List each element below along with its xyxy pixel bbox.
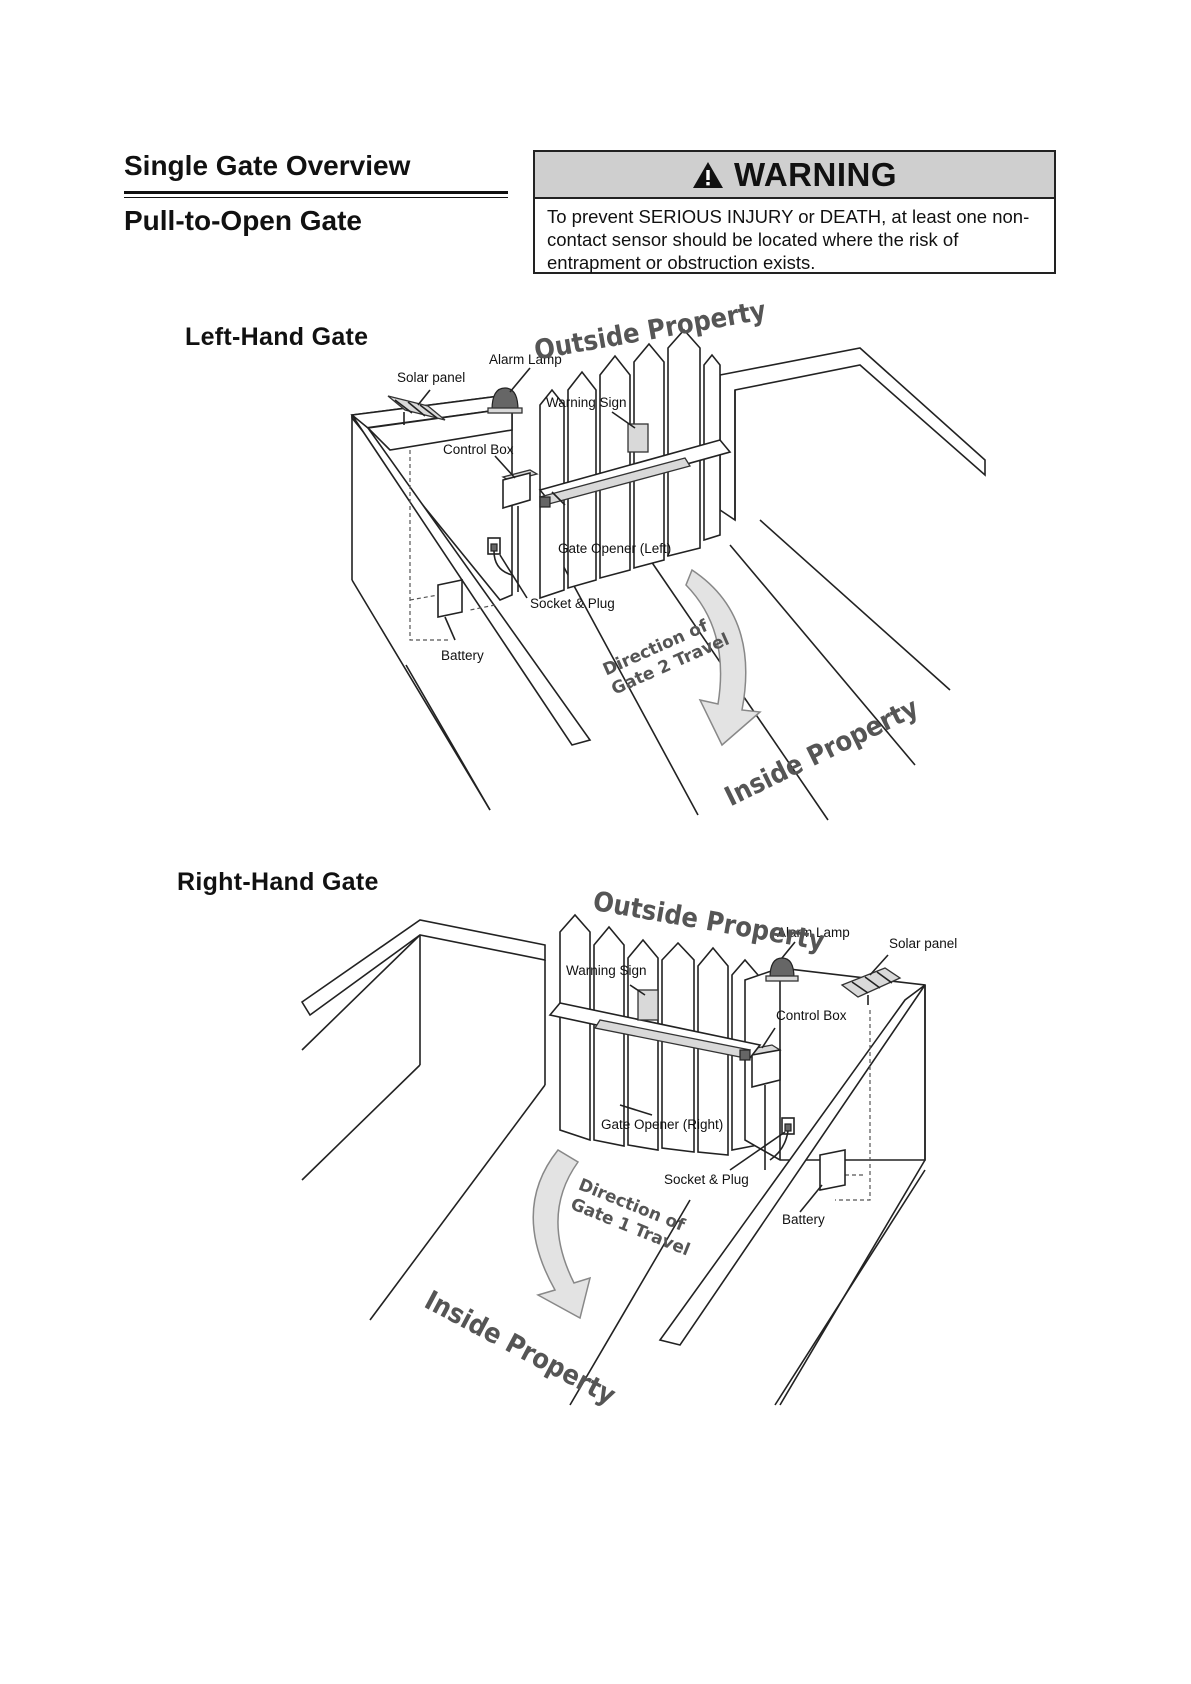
right-label-socket-plug: Socket & Plug bbox=[664, 1172, 749, 1187]
right-gate-title: Right-Hand Gate bbox=[177, 868, 379, 896]
right-label-gate-opener: Gate Opener (Right) bbox=[601, 1117, 724, 1132]
right-socket bbox=[769, 1117, 795, 1161]
warning-header: WARNING bbox=[535, 152, 1054, 199]
right-label-alarm-lamp: Alarm Lamp bbox=[777, 925, 850, 940]
right-inside-property-label: Inside Property bbox=[419, 1285, 621, 1412]
right-battery bbox=[819, 1149, 846, 1191]
left-direction-arrow bbox=[685, 568, 762, 747]
left-label-battery: Battery bbox=[441, 648, 484, 663]
page-title: Single Gate Overview bbox=[124, 150, 411, 181]
warning-box: WARNING To prevent SERIOUS INJURY or DEA… bbox=[533, 150, 1056, 274]
right-direction-label: Direction of Gate 1 Travel bbox=[567, 1175, 700, 1261]
left-label-control-box: Control Box bbox=[443, 442, 514, 457]
right-label-battery: Battery bbox=[782, 1212, 825, 1227]
right-label-solar-panel: Solar panel bbox=[889, 936, 958, 951]
left-gate-pickets bbox=[539, 328, 721, 600]
left-gate-opener bbox=[538, 439, 732, 508]
left-gate-diagram bbox=[350, 328, 986, 821]
warning-text: To prevent SERIOUS INJURY or DEATH, at l… bbox=[547, 206, 1030, 273]
left-solar-panel bbox=[387, 395, 446, 425]
title-rule-thin bbox=[124, 197, 508, 198]
right-alarm-lamp bbox=[765, 957, 799, 982]
right-warning-sign bbox=[637, 989, 659, 1021]
right-label-control-box: Control Box bbox=[776, 1008, 847, 1023]
title-rule bbox=[124, 191, 508, 194]
left-socket bbox=[487, 537, 513, 576]
right-control-box bbox=[744, 1044, 782, 1170]
left-label-warning-sign: Warning Sign bbox=[546, 395, 627, 410]
left-warning-sign bbox=[627, 423, 649, 453]
left-label-socket-plug: Socket & Plug bbox=[530, 596, 615, 611]
right-label-warning-sign: Warning Sign bbox=[566, 963, 647, 978]
left-label-alarm-lamp: Alarm Lamp bbox=[489, 352, 562, 367]
left-gate-title: Left-Hand Gate bbox=[185, 323, 369, 351]
left-battery bbox=[437, 579, 463, 618]
warning-triangle-icon bbox=[693, 161, 723, 188]
right-solar-panel bbox=[840, 967, 902, 1005]
left-label-gate-opener: Gate Opener (Left) bbox=[558, 541, 672, 556]
left-alarm-lamp bbox=[487, 387, 523, 414]
warning-title: WARNING bbox=[734, 155, 897, 193]
left-control-box bbox=[501, 469, 539, 592]
right-outside-property-label: Outside Property bbox=[590, 886, 827, 958]
page-subtitle: Pull-to-Open Gate bbox=[124, 205, 362, 236]
right-gate-opener bbox=[548, 1002, 762, 1061]
right-direction-arrow bbox=[532, 1149, 592, 1320]
left-label-solar-panel: Solar panel bbox=[397, 370, 466, 385]
